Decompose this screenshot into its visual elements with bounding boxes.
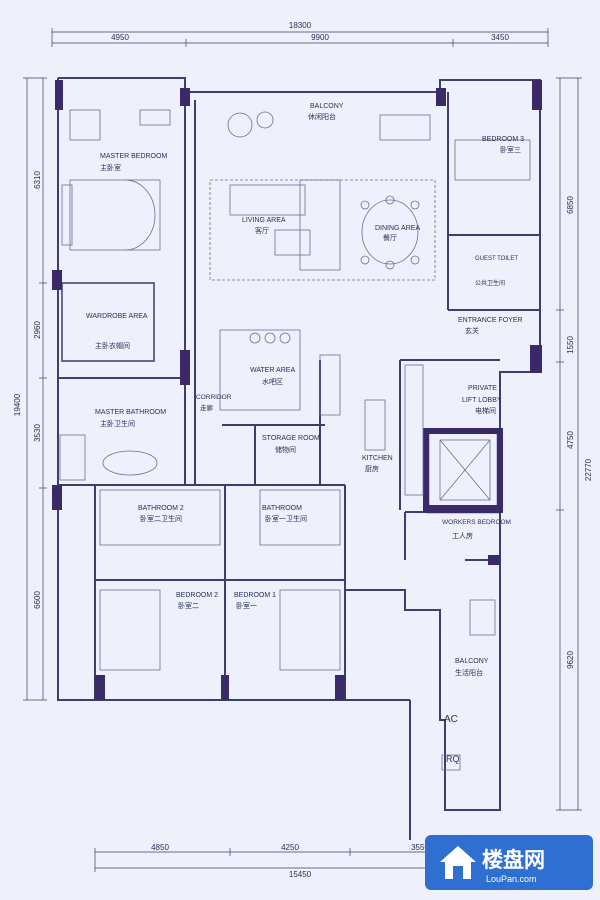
label-rq: RQ	[446, 754, 460, 764]
dim-right-1: 6850	[566, 196, 575, 214]
house-icon	[440, 846, 476, 879]
dim-right-3: 4750	[566, 431, 575, 449]
label-bedroom1-cn: 卧室一	[236, 601, 257, 610]
label-bedroom2-cn: 卧室二	[178, 601, 199, 610]
label-bath1-en: BATHROOM	[262, 505, 302, 512]
dim-top-3: 3450	[491, 33, 509, 42]
label-wardrobe-en: WARDROBE AREA	[86, 313, 148, 320]
label-entrance-en: ENTRANCE FOYER	[458, 317, 523, 324]
label-water-en: WATER AREA	[250, 367, 295, 374]
label-balcony-cn: 休闲阳台	[308, 112, 336, 121]
dim-right-2: 1550	[566, 336, 575, 354]
logo-name: 楼盘网	[482, 848, 545, 872]
dim-bottom-1: 4850	[151, 843, 169, 852]
label-kitchen-cn: 厨房	[365, 464, 379, 473]
label-bath2-cn: 卧室二卫生间	[140, 514, 182, 523]
dim-bottom-total: 15450	[289, 870, 312, 879]
label-private-lobby-cn: 电梯间	[475, 406, 496, 415]
dim-left-4: 6600	[33, 591, 42, 609]
dim-right-total: 22770	[584, 458, 593, 481]
dim-left-2: 2960	[33, 321, 42, 339]
dim-bottom-3: 3550	[411, 843, 429, 852]
label-bedroom1-en: BEDROOM 1	[234, 592, 276, 599]
label-workers-cn: 工人房	[452, 531, 473, 540]
label-ac: AC	[444, 714, 458, 725]
label-corridor-en: CORRIDOR	[196, 394, 232, 401]
label-storage-cn: 储物间	[275, 445, 296, 454]
label-service-balcony-cn: 生活阳台	[455, 668, 483, 677]
label-private-lobby-en1: PRIVATE	[468, 385, 497, 392]
label-bedroom2-en: BEDROOM 2	[176, 592, 218, 599]
label-master-bedroom-cn: 主卧室	[100, 163, 121, 172]
label-master-bath-cn: 主卧卫生间	[100, 419, 135, 428]
label-balcony-en: BALCONY	[310, 103, 344, 110]
loupan-logo: 楼盘网 LouPan.com	[425, 835, 593, 890]
label-bath1-cn: 卧室一卫生间	[265, 514, 307, 523]
label-kitchen-en: KITCHEN	[362, 455, 393, 462]
label-bedroom3-en: BEDROOM 3	[482, 136, 524, 143]
label-water-cn: 水吧区	[262, 377, 283, 386]
dim-top-1: 4950	[111, 33, 129, 42]
label-dining-cn: 餐厅	[383, 233, 397, 242]
label-entrance-cn: 玄关	[465, 326, 479, 335]
label-corridor-cn: 走廊	[200, 403, 214, 412]
label-master-bedroom-en: MASTER BEDROOM	[100, 153, 167, 160]
label-private-lobby-en2: LIFT LOBBY	[462, 397, 502, 404]
dim-top-2: 9900	[311, 33, 329, 42]
label-workers-en: WORKERS BEDROOM	[442, 519, 511, 526]
dim-right-4: 9620	[566, 651, 575, 669]
label-wardrobe-cn: 主卧衣帽间	[95, 341, 130, 350]
label-master-bath-en: MASTER BATHROOM	[95, 409, 166, 416]
label-bath2-en: BATHROOM 2	[138, 505, 184, 512]
label-living-en: LIVING AREA	[242, 217, 286, 224]
label-storage-en: STORAGE ROOM	[262, 435, 320, 442]
label-living-cn: 客厅	[255, 226, 269, 235]
logo-url: LouPan.com	[486, 874, 537, 884]
walls	[57, 77, 541, 840]
dim-left-1: 6310	[33, 171, 42, 189]
label-guest-toilet-en: GUEST TOILET	[475, 256, 518, 262]
dim-left-total: 19400	[13, 393, 22, 416]
dim-top-total: 18300	[289, 21, 312, 30]
lift-shaft	[439, 439, 491, 501]
dim-left-3: 3530	[33, 424, 42, 442]
label-dining-en: DINING AREA	[375, 225, 420, 232]
label-service-balcony-en: BALCONY	[455, 658, 489, 665]
furniture	[59, 109, 531, 771]
dim-bottom-2: 4250	[281, 843, 299, 852]
label-bedroom3-cn: 卧室三	[500, 145, 521, 154]
structural-columns	[52, 80, 542, 700]
label-guest-toilet-cn: 公共卫生间	[475, 279, 505, 287]
